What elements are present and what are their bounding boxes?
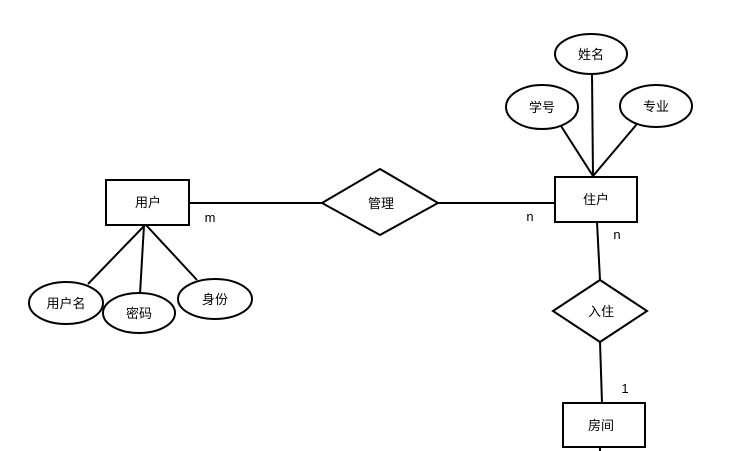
attribute-username-ellipse[interactable] <box>28 281 104 325</box>
relationship-manage-diamond[interactable] <box>319 167 441 237</box>
entity-resident[interactable]: 住户 <box>554 176 638 223</box>
cardinality-user-manage: m <box>205 210 216 225</box>
attribute-name-label: 姓名 <box>578 47 604 62</box>
entity-room-label: 房间 <box>588 418 614 433</box>
attribute-identity[interactable]: 身份 <box>177 278 253 320</box>
attribute-identity-label: 身份 <box>202 292 228 307</box>
connector-major-resident <box>592 123 638 177</box>
attribute-major-ellipse[interactable] <box>619 84 693 128</box>
connector-studentid-resident <box>560 125 594 177</box>
attribute-major[interactable]: 专业 <box>619 84 693 128</box>
entity-resident-box[interactable] <box>554 176 638 223</box>
entity-room[interactable]: 房间 <box>562 402 646 448</box>
cardinality-resident-checkin: n <box>613 227 620 242</box>
entity-user-box[interactable] <box>105 179 190 226</box>
relationship-checkin-label: 入住 <box>588 304 614 319</box>
attribute-student-id[interactable]: 学号 <box>505 84 579 130</box>
connector-user-password <box>139 224 145 295</box>
relationship-checkin[interactable]: 入住 <box>551 278 649 344</box>
attribute-password[interactable]: 密码 <box>102 292 176 334</box>
relationship-manage[interactable]: 管理 <box>319 167 441 237</box>
attribute-student-id-label: 学号 <box>529 100 555 115</box>
relationship-manage-label: 管理 <box>368 196 394 211</box>
entity-resident-label: 住户 <box>583 192 609 207</box>
attribute-name-ellipse[interactable] <box>554 33 628 75</box>
attribute-username[interactable]: 用户名 <box>28 281 104 325</box>
attribute-username-label: 用户名 <box>46 296 85 311</box>
connector-user-identity <box>145 224 198 281</box>
cardinality-manage-resident: n <box>526 209 533 224</box>
cardinality-checkin-room: 1 <box>621 381 628 396</box>
attribute-identity-ellipse[interactable] <box>177 278 253 320</box>
attribute-password-ellipse[interactable] <box>102 292 176 334</box>
attribute-student-id-ellipse[interactable] <box>505 84 579 130</box>
connector-resident-checkin <box>596 221 601 281</box>
attribute-major-label: 专业 <box>643 99 669 114</box>
attribute-password-label: 密码 <box>126 306 152 321</box>
entity-user[interactable]: 用户 <box>105 179 190 226</box>
connector-user-username <box>87 224 146 285</box>
entity-room-box[interactable] <box>562 402 646 448</box>
relationship-checkin-diamond[interactable] <box>551 278 649 344</box>
entity-user-label: 用户 <box>135 195 161 210</box>
connector-checkin-room <box>599 341 603 404</box>
attribute-name[interactable]: 姓名 <box>554 33 628 75</box>
connector-name-resident <box>591 73 594 178</box>
